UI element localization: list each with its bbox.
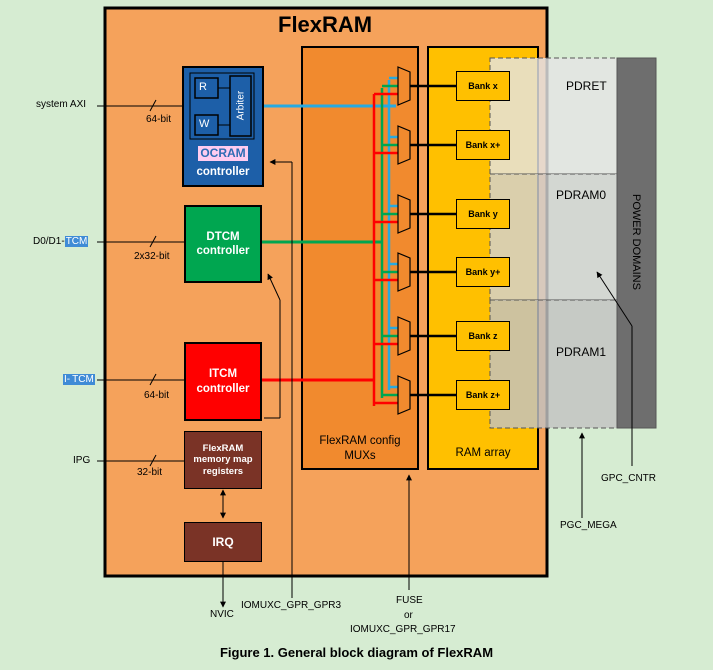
flexram-title: FlexRAM xyxy=(278,12,373,37)
bank-x: Bank x xyxy=(456,71,510,101)
ocram-inner xyxy=(182,66,264,187)
ocram-r-label: R xyxy=(199,81,207,93)
itcm-line2: controller xyxy=(196,382,250,395)
registers-line1: FlexRAM xyxy=(202,442,244,454)
memory-map-registers: FlexRAM memory map registers xyxy=(184,431,262,489)
dtcm-controller: DTCM controller xyxy=(184,205,262,283)
ocram-w-label: W xyxy=(199,118,210,130)
or-label: or xyxy=(404,610,413,621)
d0d1-tcm-highlight: TCM xyxy=(64,236,89,247)
dtcm-line2: controller xyxy=(196,245,250,257)
system-axi-width: 64-bit xyxy=(146,114,172,125)
ocram-name: OCRAM xyxy=(183,145,263,161)
bank-y-plus: Bank y+ xyxy=(456,257,510,287)
pdram1-label: PDRAM1 xyxy=(556,345,607,359)
itcm-if-prefix: I- xyxy=(63,374,72,385)
itcm-controller: ITCM controller xyxy=(184,342,262,421)
d0d1-prefix: D0/D1- xyxy=(33,236,65,247)
ocram-controller-label: controller xyxy=(196,165,250,178)
registers-line2: memory map xyxy=(193,454,253,466)
bank-y: Bank y xyxy=(456,199,510,229)
bank-x-plus: Bank x+ xyxy=(456,130,510,160)
ipg-label: IPG xyxy=(73,455,91,466)
figure-caption: Figure 1. General block diagram of FlexR… xyxy=(219,645,494,660)
ram-array-label: RAM array xyxy=(455,447,511,459)
mux-3 xyxy=(397,194,411,234)
ipg-width: 32-bit xyxy=(137,467,163,478)
pgc-mega-label: PGC_MEGA xyxy=(560,520,617,531)
pdram0-label: PDRAM0 xyxy=(556,188,607,202)
bank-z: Bank z xyxy=(456,321,510,351)
dtcm-line1: DTCM xyxy=(206,230,240,243)
irq-block: IRQ xyxy=(184,522,262,562)
mux-6 xyxy=(397,375,411,415)
iomuxc-gpr3-label: IOMUXC_GPR_GPR3 xyxy=(241,600,342,611)
ocram-name-text: OCRAM xyxy=(198,145,248,161)
system-axi-label: system AXI xyxy=(36,99,87,110)
iomuxc-gpr17-label: IOMUXC_GPR_GPR17 xyxy=(350,624,456,635)
power-domains-label: POWER DOMAINS xyxy=(630,194,642,290)
d0d1-tcm-label: D0/D1-TCM xyxy=(33,236,89,247)
mux-panel-label: FlexRAM config MUXs xyxy=(302,434,418,464)
mux-label-line1: FlexRAM config xyxy=(319,435,401,447)
external-input-lines xyxy=(97,99,196,467)
config-lines xyxy=(220,159,633,608)
itcm-line1: ITCM xyxy=(208,368,238,381)
mux-4 xyxy=(397,252,411,292)
itcm-if-highlight: TCM xyxy=(71,374,95,385)
bank-z-plus: Bank z+ xyxy=(456,380,510,410)
mux-5 xyxy=(397,316,411,356)
mux-1 xyxy=(397,66,411,106)
nvic-label: NVIC xyxy=(210,609,234,620)
bank-links xyxy=(410,84,456,397)
mux-label-line2: MUXs xyxy=(344,449,376,462)
pdret-label: PDRET xyxy=(566,79,607,93)
registers-line3: registers xyxy=(202,465,244,477)
mux-distribution xyxy=(372,80,391,406)
fuse-label: FUSE xyxy=(396,595,423,606)
ocram-arbiter-label: Arbiter xyxy=(235,90,247,121)
itcm-if-label: I-TCM xyxy=(63,374,95,385)
mux-shapes xyxy=(397,66,411,415)
mux-feeds xyxy=(374,76,398,405)
power-domain-overlays xyxy=(489,57,657,429)
itcm-if-width: 64-bit xyxy=(144,390,170,401)
mux-2 xyxy=(397,125,411,165)
d0d1-width: 2x32-bit xyxy=(134,251,170,262)
gpc-cntr-label: GPC_CNTR xyxy=(601,473,657,484)
